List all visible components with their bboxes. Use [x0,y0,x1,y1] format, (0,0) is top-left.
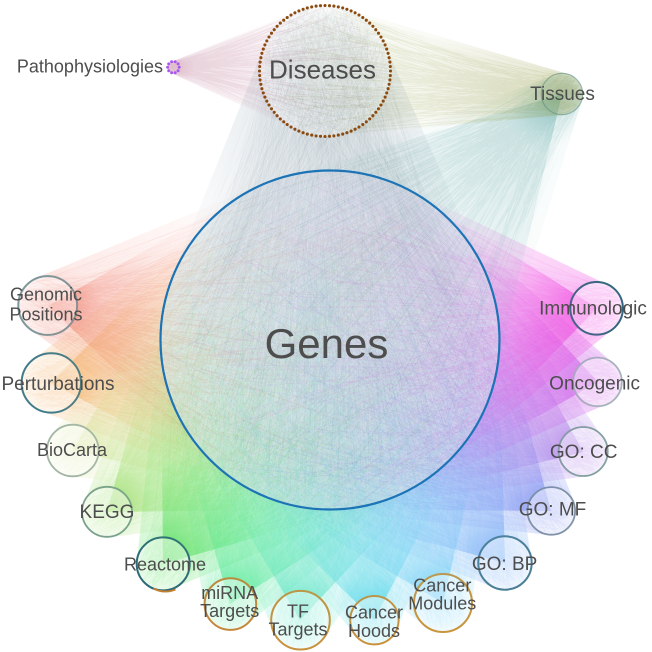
svg-text:Targets: Targets [200,601,259,621]
svg-text:Diseases: Diseases [269,54,376,84]
svg-text:GO: BP: GO: BP [472,554,537,575]
svg-text:TF: TF [287,601,309,621]
svg-text:Immunologic: Immunologic [539,299,647,320]
svg-text:KEGG: KEGG [80,502,135,523]
svg-text:Tissues: Tissues [530,84,595,105]
svg-text:Cancer: Cancer [345,602,403,622]
svg-text:Cancer: Cancer [413,575,471,595]
svg-text:Modules: Modules [408,593,476,613]
svg-text:Reactome: Reactome [124,554,206,574]
svg-text:Positions: Positions [9,304,82,324]
svg-text:Targets: Targets [268,619,327,639]
svg-text:Genomic: Genomic [10,284,82,304]
svg-text:Pathophysiologies: Pathophysiologies [17,56,163,76]
svg-text:Hoods: Hoods [348,621,400,641]
svg-text:GO: MF: GO: MF [519,500,587,521]
svg-text:Oncogenic: Oncogenic [549,374,640,395]
svg-text:Genes: Genes [265,320,389,367]
svg-text:miRNA: miRNA [201,583,258,603]
svg-text:BioCarta: BioCarta [37,440,108,460]
svg-text:GO: CC: GO: CC [550,442,618,463]
svg-text:Perturbations: Perturbations [1,374,114,395]
